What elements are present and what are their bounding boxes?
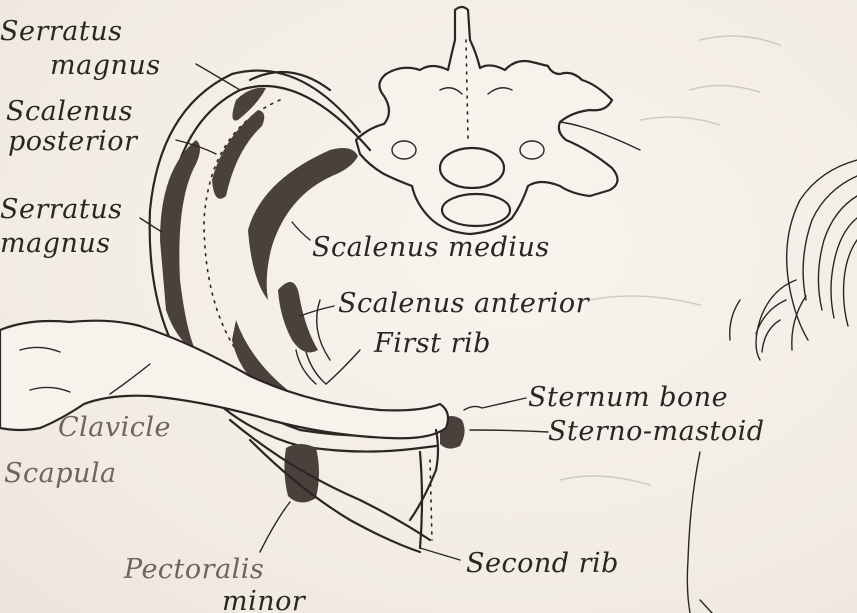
label-scalenus-anterior: Scalenus anterior bbox=[338, 290, 589, 317]
leader-second-rib bbox=[420, 548, 460, 560]
label-sternum-bone: Sternum bone bbox=[528, 384, 728, 411]
label-scalenus-posterior-line1: Scalenus bbox=[6, 98, 133, 125]
label-serratus-magnus-top-line2: magnus bbox=[50, 52, 161, 79]
label-first-rib: First rib bbox=[374, 330, 491, 357]
hair-drawing bbox=[730, 160, 857, 360]
leader-pectoralis bbox=[260, 502, 290, 552]
label-scapula: Scapula bbox=[4, 460, 117, 487]
serratus-magnus-mid-attachment bbox=[160, 140, 200, 352]
pectoralis-minor-attachment bbox=[284, 444, 319, 503]
label-clavicle: Clavicle bbox=[58, 414, 171, 441]
label-scalenus-posterior-line2: posterior bbox=[8, 128, 137, 155]
scalenus-anterior-attachment bbox=[278, 282, 318, 352]
leader-sternum-down bbox=[687, 452, 700, 613]
label-second-rib: Second rib bbox=[466, 550, 619, 577]
label-serratus-magnus-mid-line1: Serratus bbox=[0, 196, 122, 223]
second-rib-drawing bbox=[230, 420, 438, 552]
label-pectoralis-minor-line2: minor bbox=[222, 588, 305, 613]
label-sterno-mastoid: Sterno-mastoid bbox=[548, 418, 765, 445]
leader-sternum-bone bbox=[464, 398, 526, 410]
vertebra bbox=[356, 7, 640, 234]
label-pectoralis-minor-line1: Pectoralis bbox=[124, 556, 264, 583]
leader-sterno-mastoid bbox=[470, 430, 548, 432]
label-serratus-magnus-mid-line2: magnus bbox=[0, 230, 111, 257]
scalenus-posterior-attachment bbox=[212, 110, 264, 199]
label-scalenus-medius: Scalenus medius bbox=[312, 234, 550, 261]
leader-scalenus-medius bbox=[292, 222, 310, 240]
leader-serratus-mid bbox=[140, 218, 162, 232]
leader-first-rib bbox=[326, 350, 360, 384]
leader-serratus-top bbox=[196, 64, 240, 90]
label-serratus-magnus-top-line1: Serratus bbox=[0, 18, 122, 45]
scalenus-medius-attachment bbox=[248, 148, 358, 300]
